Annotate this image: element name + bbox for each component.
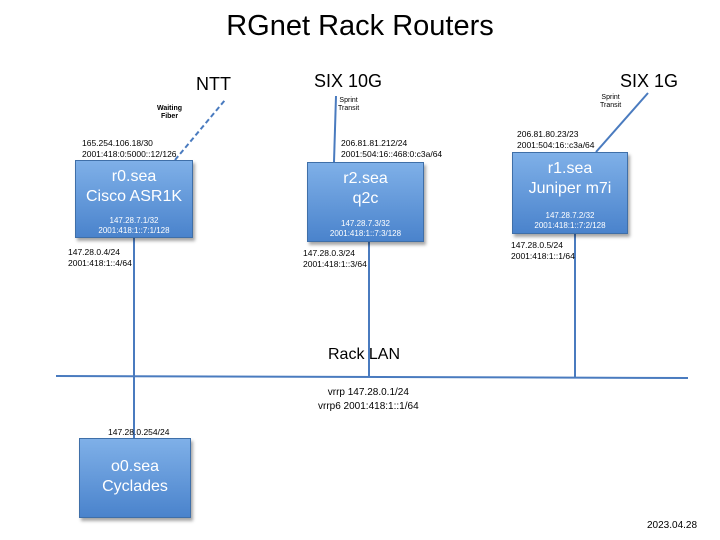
diagram-date: 2023.04.28 bbox=[647, 520, 698, 531]
router-model: Cisco ASR1K bbox=[85, 188, 183, 205]
r1-six1g-link bbox=[595, 92, 649, 153]
waiting-fiber-note: Waiting Fiber bbox=[157, 105, 183, 120]
router-name: r0.sea bbox=[111, 168, 157, 185]
six1g-label: SIX 1G bbox=[620, 71, 679, 91]
router-r2[interactable]: r2.sea q2c 147.28.7.3/32 2001:418:1::7:3… bbox=[307, 162, 424, 242]
router-r0[interactable]: r0.sea Cisco ASR1K 147.28.7.1/32 2001:41… bbox=[75, 160, 193, 238]
r0-lan-addresses: 147.28.0.4/24 2001:418:1::4/64 bbox=[68, 247, 132, 268]
sprint-transit-note-r1: Sprint Transit bbox=[600, 94, 622, 109]
loopback-v6: 2001:418:1::7:3/128 bbox=[329, 229, 402, 238]
r1-lan-addresses: 147.28.0.5/24 2001:418:1::1/64 bbox=[511, 240, 575, 261]
device-name: o0.sea bbox=[110, 458, 160, 475]
router-name: r1.sea bbox=[547, 160, 593, 177]
ntt-label: NTT bbox=[196, 74, 231, 94]
r0-ntt-link-pending bbox=[174, 99, 226, 161]
router-r1[interactable]: r1.sea Juniper m7i 147.28.7.2/32 2001:41… bbox=[512, 152, 628, 234]
r0-uplink-addresses: 165.254.106.18/30 2001:418:0:5000::12/12… bbox=[82, 138, 177, 159]
lan-label: Rack LAN bbox=[328, 346, 401, 363]
device-model: Cyclades bbox=[102, 478, 168, 495]
r2-uplink-addresses: 206.81.81.212/24 2001:504:16::468:0:c3a/… bbox=[341, 138, 443, 159]
r2-six10g-link bbox=[333, 95, 337, 163]
diagram-title: RGnet Rack Routers bbox=[226, 10, 494, 42]
router-name: r2.sea bbox=[343, 170, 388, 187]
console-server-o0[interactable]: o0.sea Cyclades bbox=[79, 438, 191, 518]
vrrp-addresses: vrrp 147.28.0.1/24 vrrp6 2001:418:1::1/6… bbox=[318, 387, 419, 412]
r2-lan-addresses: 147.28.0.3/24 2001:418:1::3/64 bbox=[303, 248, 367, 269]
o0-lan-address: 147.28.0.254/24 bbox=[108, 427, 170, 437]
loopback-v6: 2001:418:1::7:1/128 bbox=[98, 226, 170, 235]
router-model: q2c bbox=[352, 190, 379, 207]
sprint-transit-note-r2: Sprint Transit bbox=[338, 97, 360, 112]
loopback-v4: 147.28.7.1/32 bbox=[109, 216, 159, 225]
loopback-v4: 147.28.7.2/32 bbox=[545, 211, 595, 220]
lan-bus bbox=[55, 375, 689, 379]
loopback-v6: 2001:418:1::7:2/128 bbox=[534, 221, 606, 230]
r1-uplink-addresses: 206.81.80.23/23 2001:504:16::c3a/64 bbox=[517, 129, 595, 150]
router-model: Juniper m7i bbox=[528, 180, 612, 197]
six10g-label: SIX 10G bbox=[314, 71, 383, 91]
loopback-v4: 147.28.7.3/32 bbox=[341, 219, 390, 228]
